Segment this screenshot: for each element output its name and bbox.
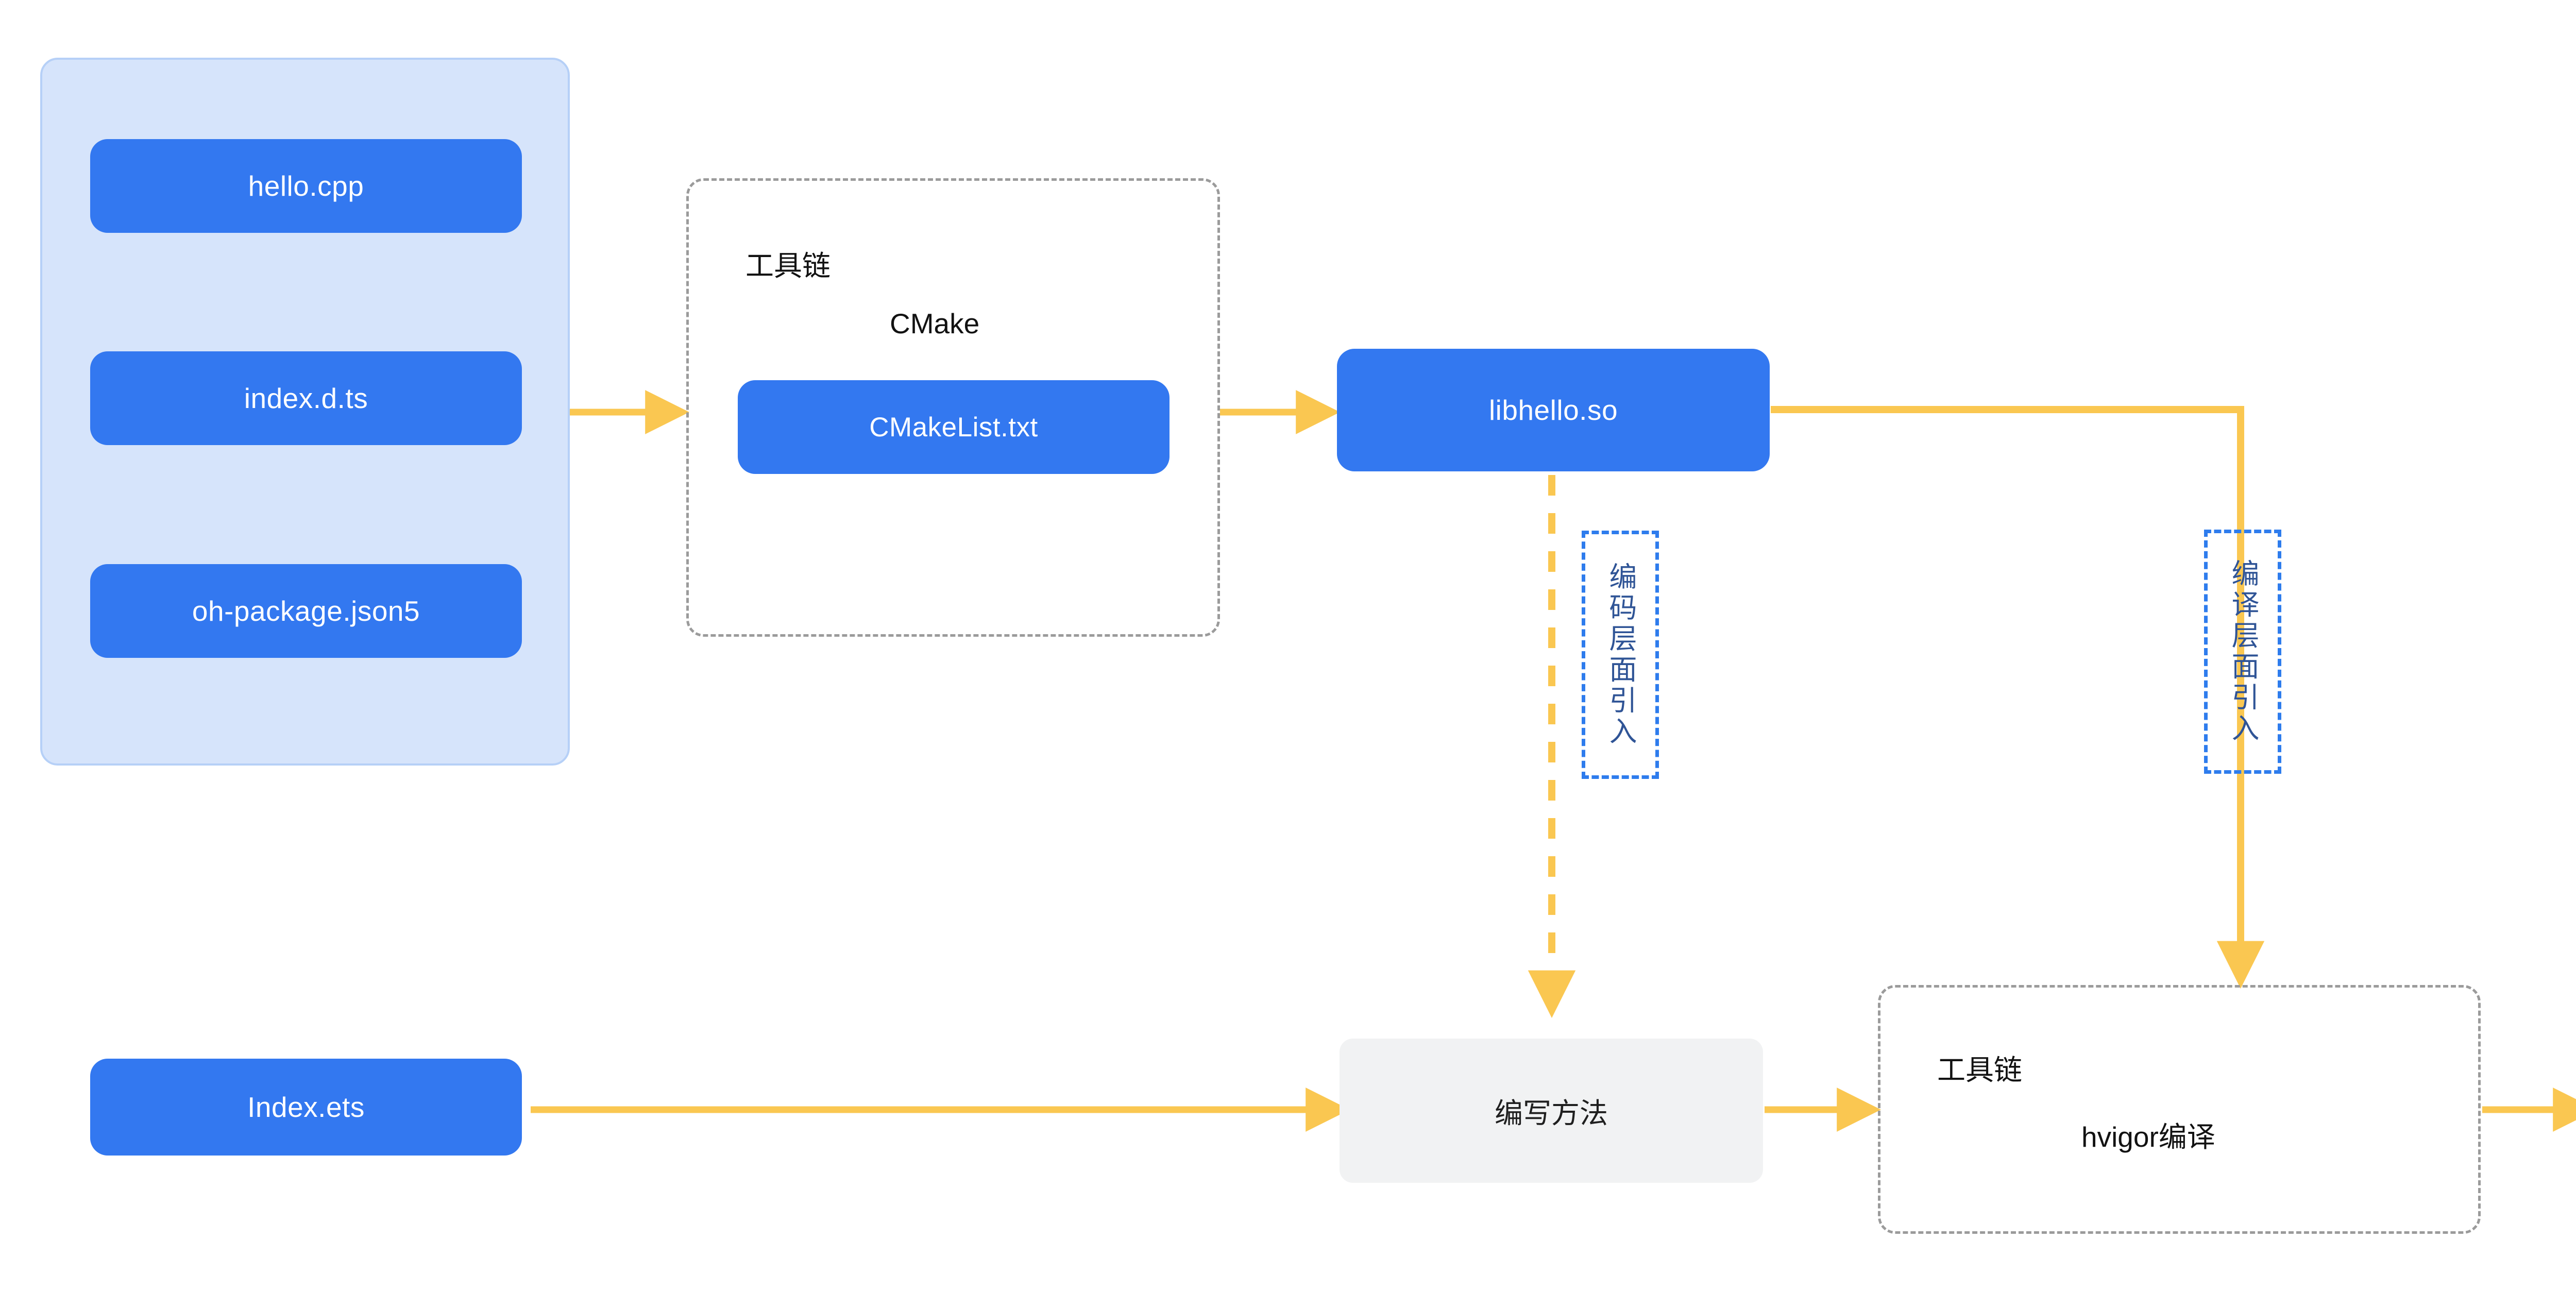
node-index-dts-label: index.d.ts — [244, 382, 368, 414]
node-index-dts[interactable]: index.d.ts — [90, 351, 522, 445]
node-cmakelist-txt-label: CMakeList.txt — [869, 412, 1038, 443]
cmake-group-subtitle: CMake — [890, 308, 980, 339]
node-hello-cpp[interactable]: hello.cpp — [90, 139, 522, 233]
node-write-method-label: 编写方法 — [1494, 1097, 1608, 1129]
node-index-ets[interactable]: Index.ets — [90, 1059, 522, 1156]
edge-libhello-to-hvigor — [1771, 406, 2265, 989]
compile-level-import-text: 编译层面引入 — [2226, 559, 2259, 744]
node-oh-package-json5[interactable]: oh-package.json5 — [90, 564, 522, 658]
hvigor-group-title: 工具链 — [1937, 1054, 2023, 1086]
hvigor-group-subtitle: hvigor编译 — [2081, 1121, 2215, 1153]
node-write-method[interactable]: 编写方法 — [1340, 1039, 1763, 1183]
hvigor-toolchain-group: 工具链 hvigor编译 — [1878, 985, 2481, 1234]
node-index-ets-label: Index.ets — [247, 1091, 365, 1123]
node-libhello-so[interactable]: libhello.so — [1337, 349, 1770, 471]
node-libhello-so-label: libhello.so — [1488, 394, 1618, 426]
node-cmakelist-txt[interactable]: CMakeList.txt — [738, 380, 1170, 474]
cmake-toolchain-group: 工具链 CMake — [686, 178, 1220, 637]
node-oh-package-json5-label: oh-package.json5 — [192, 595, 420, 627]
cmake-group-title: 工具链 — [745, 250, 831, 282]
compile-level-import-label-box: 编译层面引入 — [2204, 530, 2281, 774]
coding-level-import-label-box: 编码层面引入 — [1582, 531, 1659, 779]
node-hello-cpp-label: hello.cpp — [248, 170, 364, 202]
coding-level-import-text: 编码层面引入 — [1604, 562, 1637, 748]
